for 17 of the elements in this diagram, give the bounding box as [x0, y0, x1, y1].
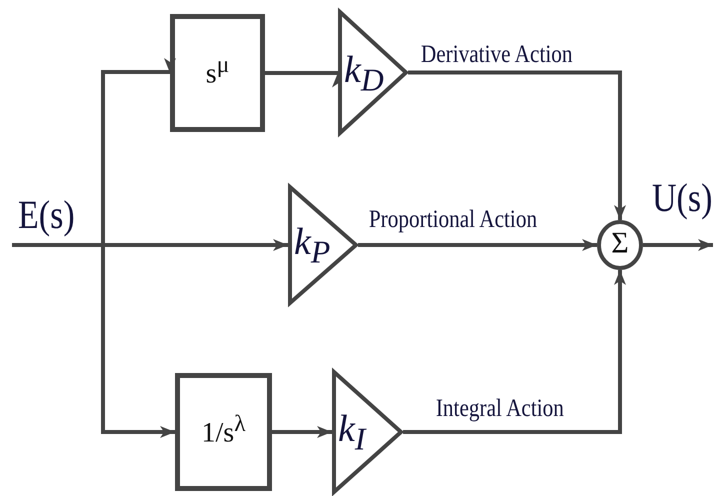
transfer-function-block: [175, 373, 272, 491]
gain-label: k$_{D}$: [344, 50, 384, 96]
block-label: s$^{μ}$: [206, 54, 230, 88]
signal-arrow: [358, 239, 597, 251]
sum-symbol: Σ: [611, 228, 629, 258]
edge-label: Proportional Action: [368, 207, 538, 232]
signal-arrow: [408, 70, 626, 220]
signal-label: E(s): [18, 195, 75, 235]
signal-label: U(s): [652, 178, 712, 218]
signal-arrow: [643, 239, 713, 251]
signal-arrow: [403, 270, 626, 434]
transfer-function-block: [170, 14, 265, 132]
gain-label: k$_{P}$: [294, 223, 330, 268]
gain-label: k$_{I}$: [338, 410, 366, 456]
edge-label: Integral Action: [435, 396, 565, 421]
signal-arrow: [272, 426, 332, 438]
block-label: 1/s$^{λ}$: [202, 413, 246, 448]
